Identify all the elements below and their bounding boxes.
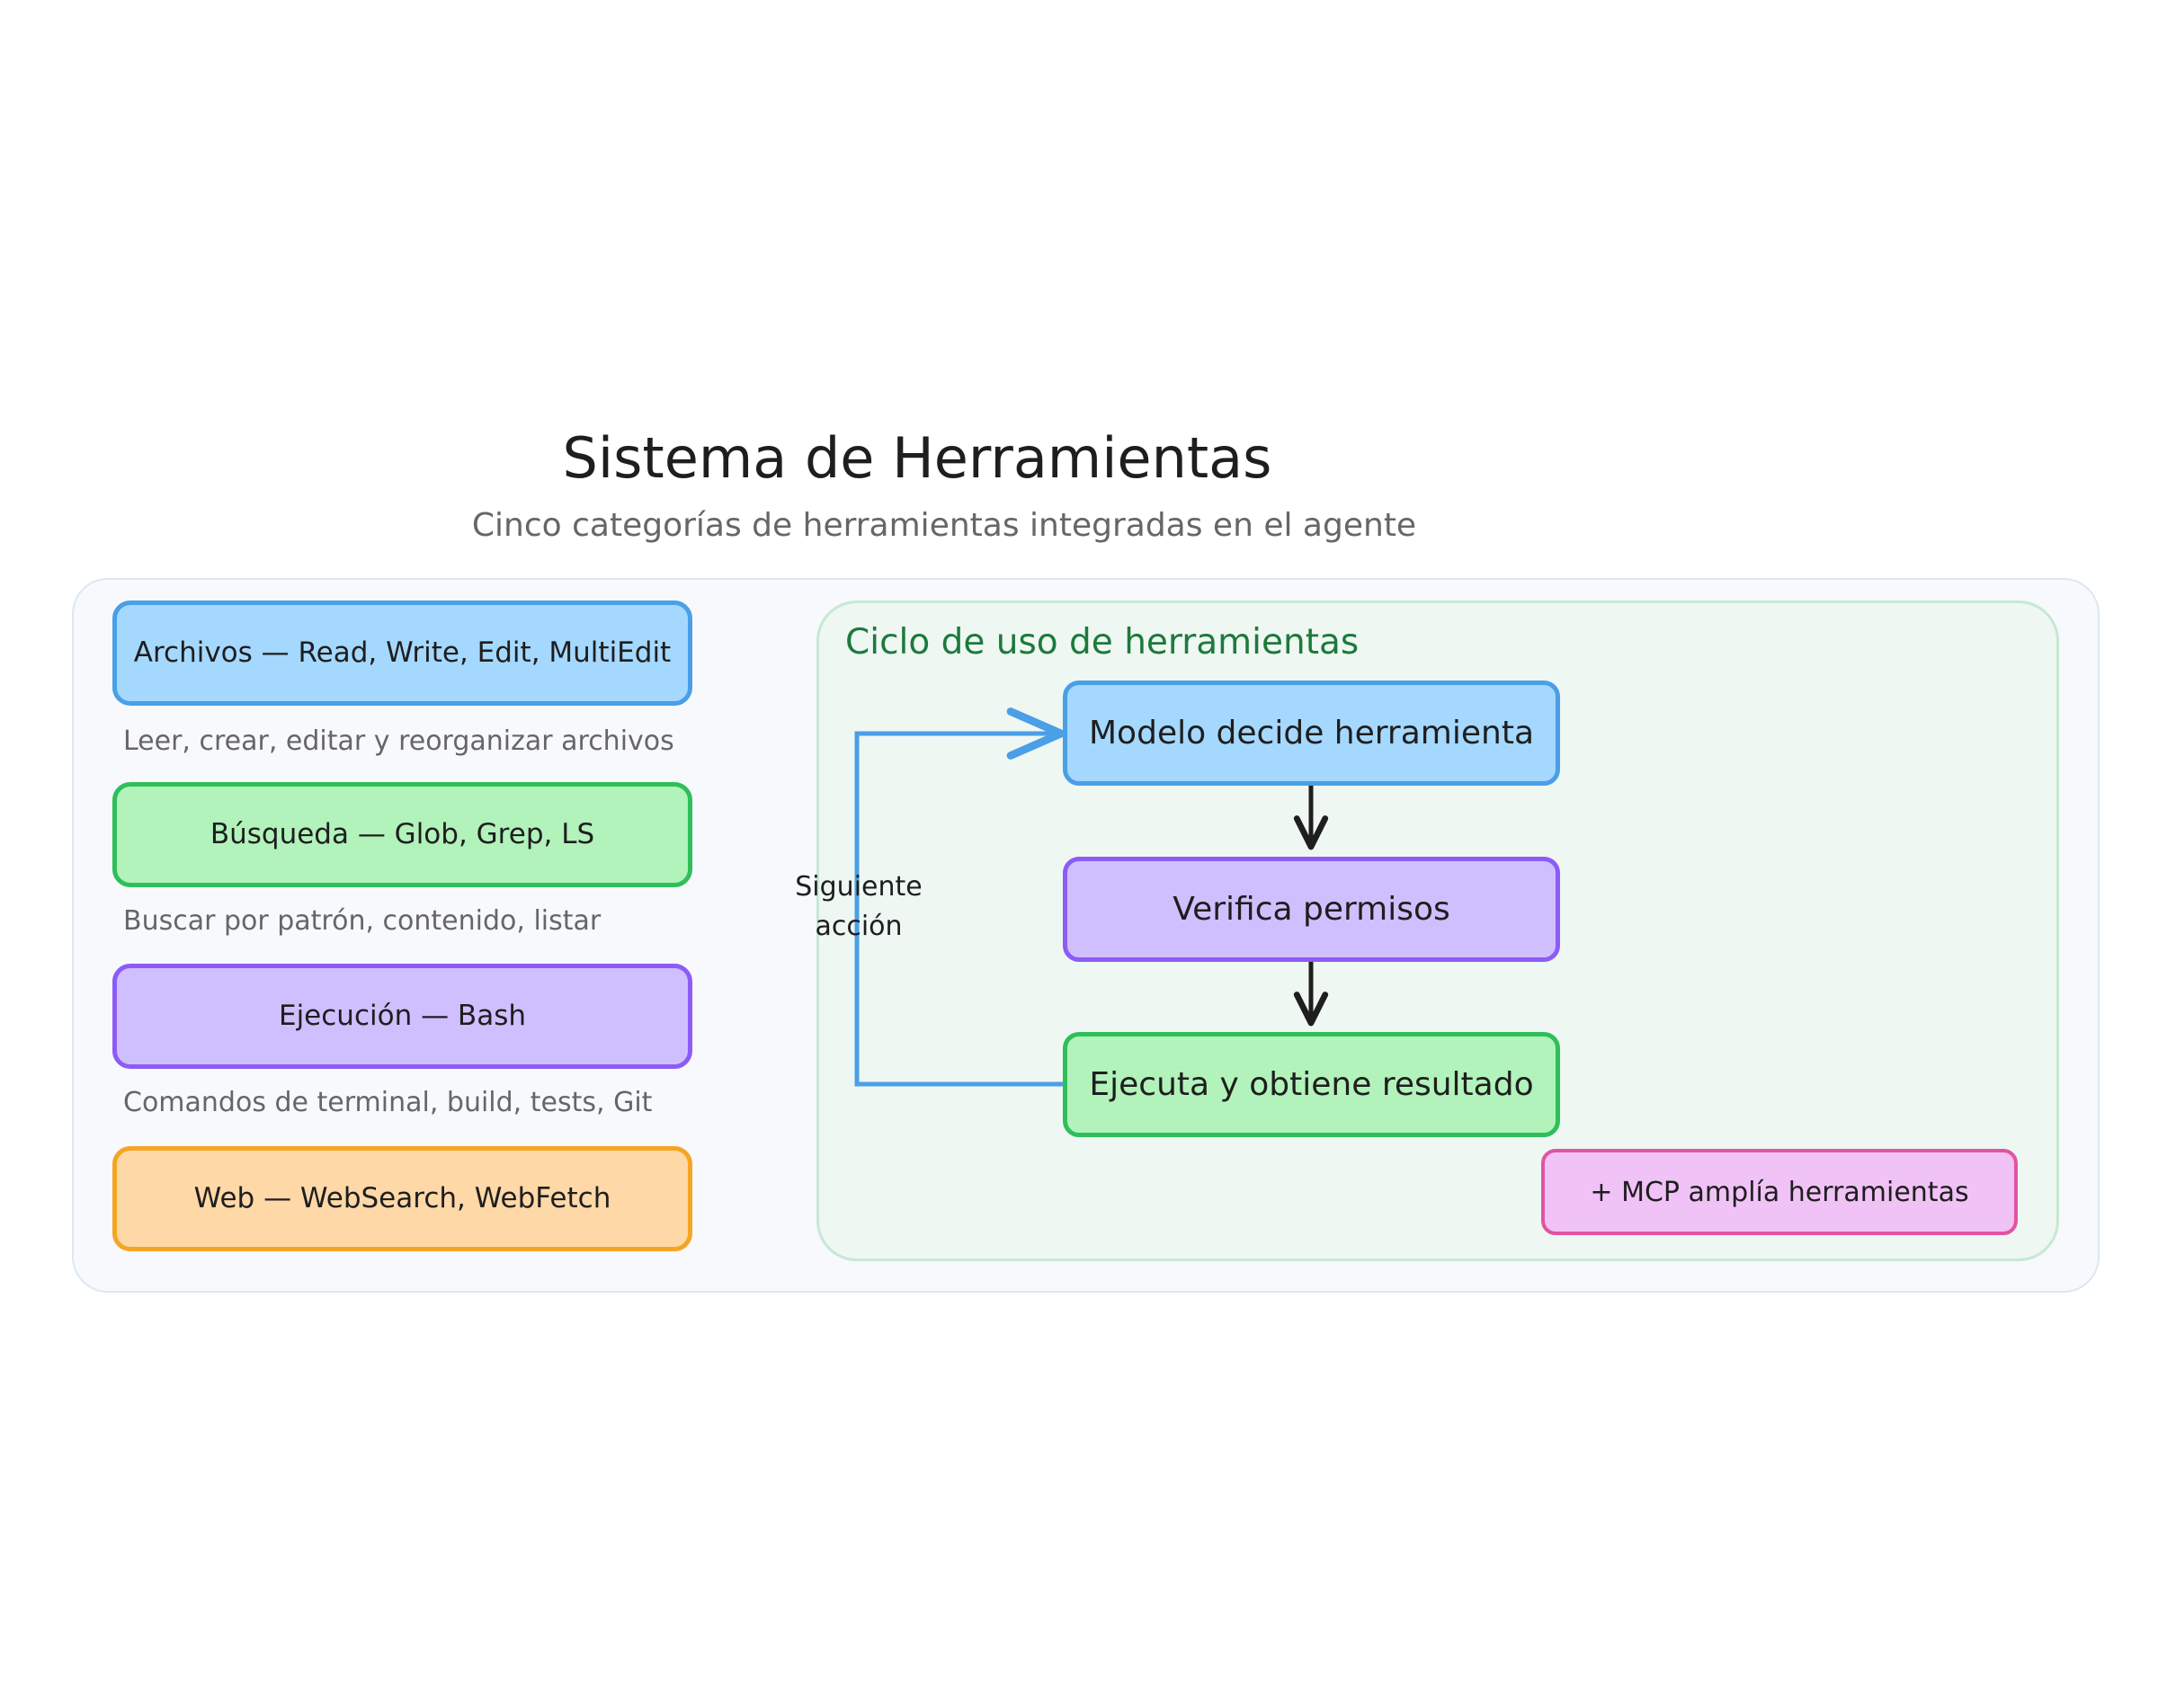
- mcp-note: + MCP amplía herramientas: [1541, 1149, 2018, 1235]
- step-verifica-permisos: Verifica permisos: [1063, 857, 1560, 962]
- loop-label-line1: Siguiente: [795, 871, 923, 903]
- step-modelo-decide: Modelo decide herramienta: [1063, 681, 1560, 786]
- category-web: Web — WebSearch, WebFetch: [112, 1146, 692, 1251]
- category-ejecucion-description: Comandos de terminal, build, tests, Git: [123, 1087, 653, 1118]
- category-archivos: Archivos — Read, Write, Edit, MultiEdit: [112, 600, 692, 706]
- diagram-subtitle: Cinco categorías de herramientas integra…: [471, 507, 1417, 544]
- diagram-title: Sistema de Herramientas: [562, 425, 1272, 491]
- loop-arrow-next-action: [854, 707, 1066, 1087]
- loop-label: Siguiente acción: [773, 867, 944, 957]
- category-archivos-description: Leer, crear, editar y reorganizar archiv…: [123, 725, 674, 757]
- cycle-title: Ciclo de uso de herramientas: [845, 622, 1360, 663]
- category-busqueda-description: Buscar por patrón, contenido, listar: [123, 905, 602, 937]
- step-ejecuta-resultado: Ejecuta y obtiene resultado: [1063, 1032, 1560, 1137]
- category-ejecucion: Ejecución — Bash: [112, 964, 692, 1069]
- loop-label-line2: acción: [815, 911, 903, 942]
- category-busqueda: Búsqueda — Glob, Grep, LS: [112, 782, 692, 887]
